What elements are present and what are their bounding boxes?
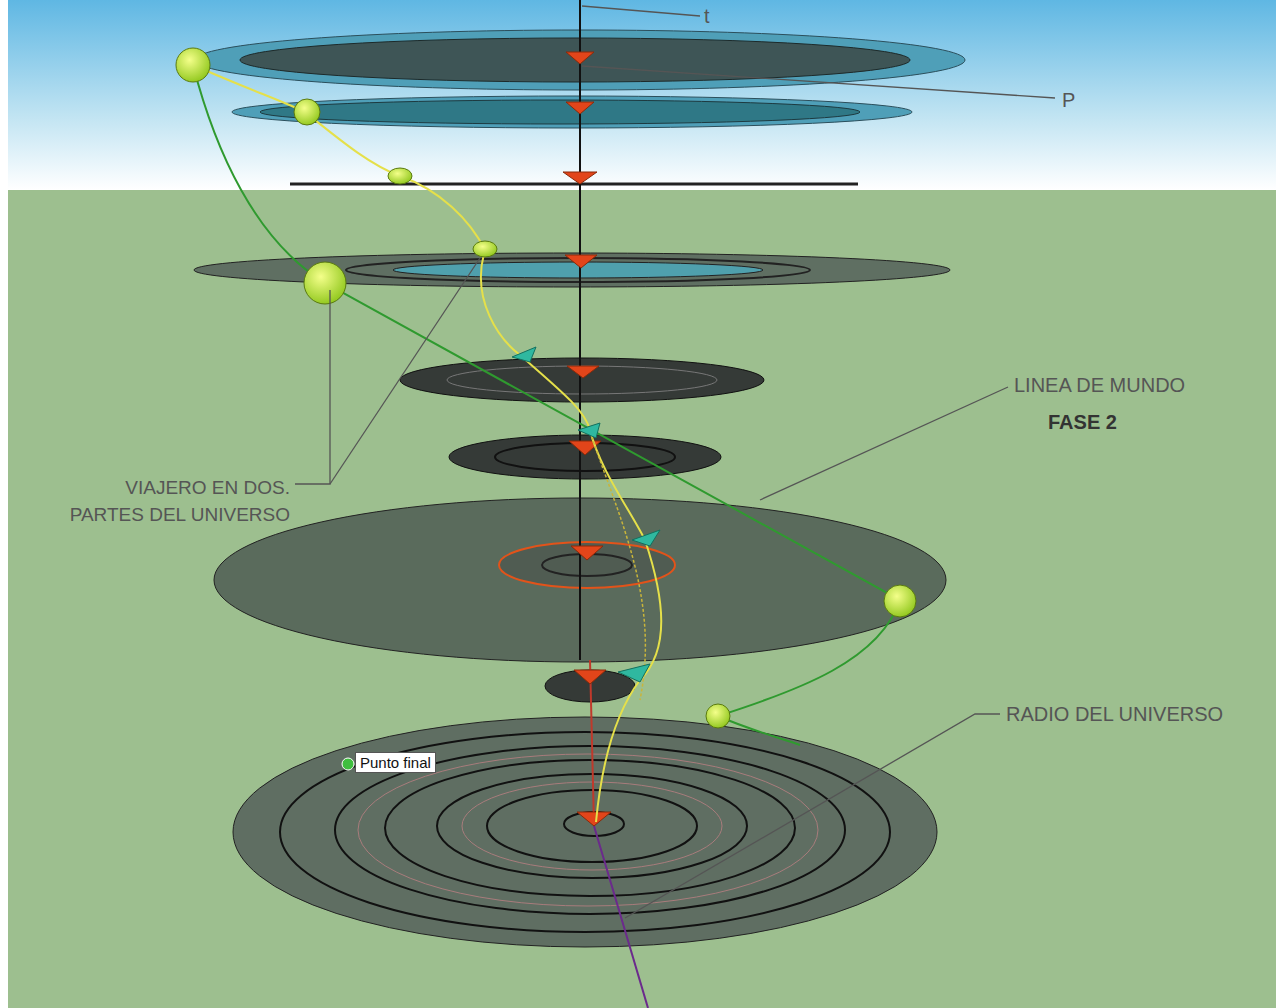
phase-label: FASE 2 (1048, 410, 1117, 434)
axis-label: t (704, 4, 710, 28)
callout-label: RADIO DEL UNIVERSO (1006, 702, 1223, 726)
node-text: Punto final (360, 754, 431, 771)
callout-label: VIAJERO EN DOS. PARTES DEL UNIVERSO (55, 474, 290, 528)
tooltip-box: Punto final (355, 752, 436, 773)
axis-label: P (1062, 88, 1075, 112)
callout-label: LINEA DE MUNDO (1014, 373, 1185, 397)
